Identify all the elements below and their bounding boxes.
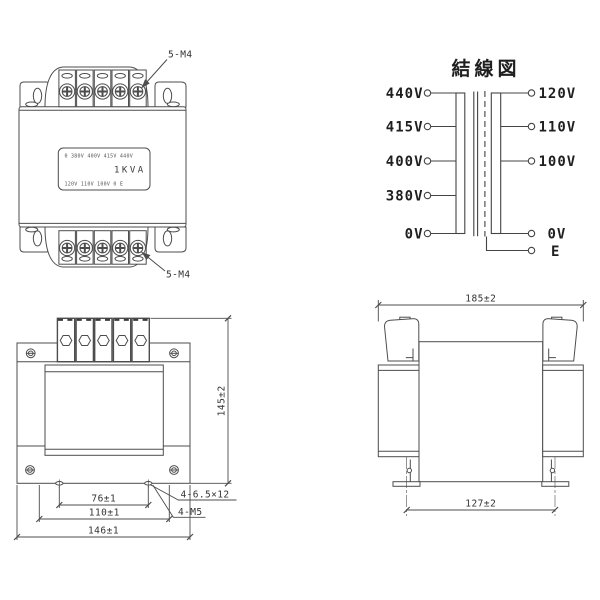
nameplate-rating: 1KVA — [114, 166, 146, 176]
side-view: 185±2 127±2 — [374, 294, 587, 516]
primary-winding — [455, 92, 466, 235]
primary-tap-label: 440V — [386, 86, 424, 102]
top-view: 0 380V 400V 415V 440V 1KVA 120V 110V 100… — [18, 50, 192, 281]
primary-tap-label: 415V — [386, 120, 424, 136]
edge-slot — [25, 226, 39, 233]
wiring-title: 結線図 — [451, 57, 520, 80]
leader-screw-note-bottom — [141, 251, 166, 272]
tap-note: 4-M5 — [178, 507, 202, 518]
secondary-tap-label: 100V — [539, 154, 577, 170]
terminal-block-top — [58, 69, 147, 108]
hole-pitch-dim: 110±1 — [89, 508, 120, 519]
core-lines — [473, 91, 479, 237]
nameplate: 0 380V 400V 415V 440V 1KVA 120V 110V 100… — [57, 147, 151, 191]
ear-slot — [162, 87, 173, 104]
side-dimensions: 185±2 127±2 — [374, 294, 587, 514]
earth-line — [485, 236, 529, 252]
terminal-screws-bottom — [59, 239, 146, 257]
coil-right — [542, 364, 584, 458]
secondary-taps: 120V 110V 100V 0V E — [485, 86, 577, 260]
coil-left — [377, 364, 420, 458]
front-view: 76±1 110±1 146±1 145±2 4-6.5×12 4-M5 — [13, 314, 237, 541]
primary-tap-label: 0V — [405, 227, 424, 243]
nameplate-output-row: 120V 110V 100V 0 E — [65, 182, 124, 188]
mounting-slots — [55, 479, 153, 488]
mounting-feet — [392, 457, 570, 516]
slot-note: 4-6.5×12 — [181, 490, 230, 501]
front-dimensions: 76±1 110±1 146±1 145±2 4-6.5×12 4-M5 — [13, 314, 237, 541]
leader-tap-note — [152, 484, 206, 518]
secondary-tap-label: 110V — [539, 120, 577, 136]
foot-pitch-dim: 127±2 — [465, 499, 496, 510]
screw-note-top: 5-M4 — [168, 50, 192, 61]
ear-slot — [32, 87, 43, 104]
edge-slot — [166, 101, 180, 108]
edge-slot — [25, 101, 39, 108]
primary-tap-label: 380V — [386, 189, 424, 205]
secondary-tap-label: 0V — [548, 227, 567, 243]
coil — [44, 364, 164, 456]
nameplate-taps-row: 0 380V 400V 415V 440V — [65, 154, 133, 160]
dim-ticks — [13, 314, 232, 541]
secondary-winding — [490, 92, 502, 235]
leader-slot-note — [149, 484, 237, 501]
terminal-screws-top — [59, 83, 146, 100]
width-dim: 146±1 — [88, 526, 119, 537]
secondary-tap-label: 120V — [539, 86, 577, 102]
height-dim: 145±2 — [217, 385, 228, 416]
foot-centerlines — [406, 457, 556, 516]
terminal-nuts — [59, 335, 148, 346]
frame-screws — [25, 348, 179, 475]
screw-note-bottom: 5-M4 — [166, 270, 190, 281]
slot-pitch-dim: 76±1 — [91, 494, 116, 505]
terminal-block-bottom — [58, 230, 147, 265]
edge-slot — [166, 226, 180, 233]
primary-tap-label: 400V — [386, 154, 424, 170]
terminal-block-side-left — [384, 316, 420, 362]
core — [418, 341, 544, 483]
terminal-block-side-right — [542, 316, 578, 362]
ear-slot — [32, 230, 43, 247]
primary-taps: 440V 415V 400V 380V 0V — [386, 86, 456, 243]
ear-slot — [162, 230, 173, 247]
side-width-dim: 185±2 — [465, 294, 496, 305]
leader-screw-note-top — [141, 59, 168, 89]
wiring-diagram: 結線図 440V 415V 400V 380V 0V — [386, 57, 577, 260]
terminal-block-front — [56, 317, 150, 363]
dim-ticks — [374, 301, 587, 514]
earth-label: E — [551, 244, 560, 260]
